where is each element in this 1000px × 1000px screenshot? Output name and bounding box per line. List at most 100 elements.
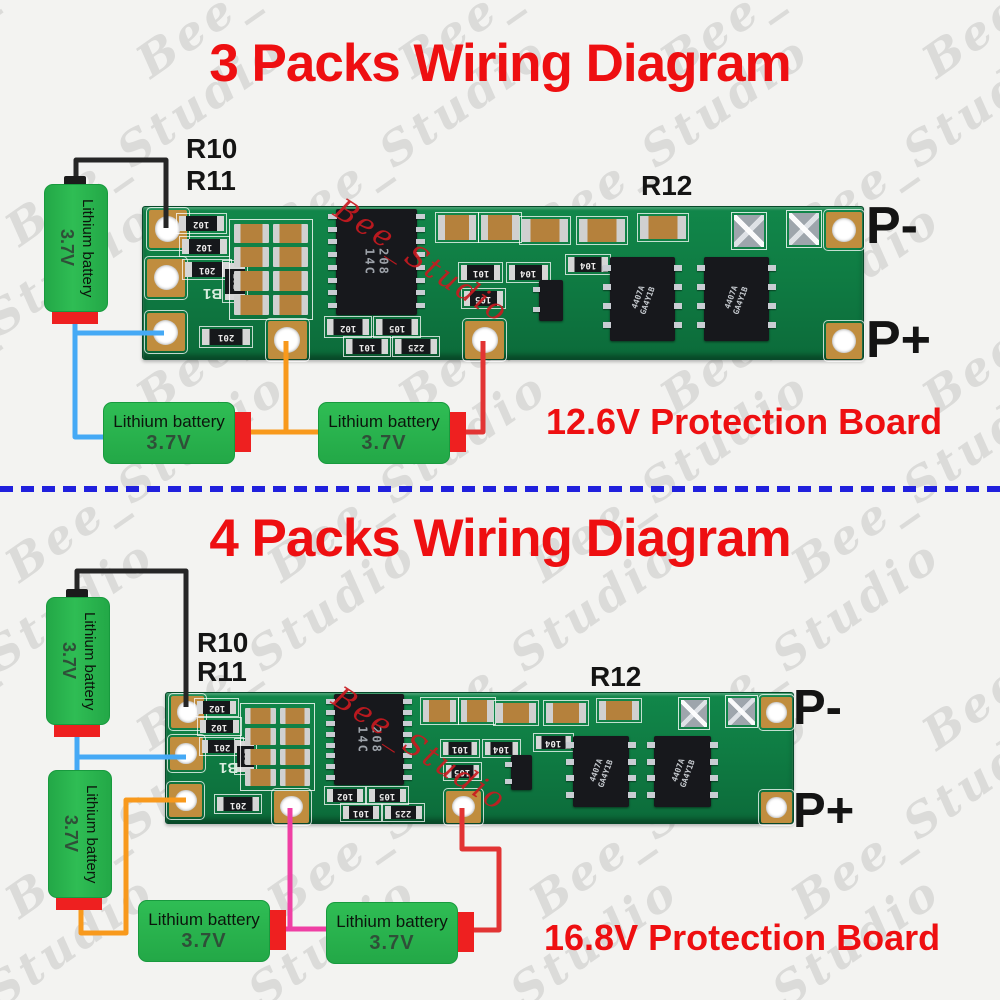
mosfet-pin <box>647 791 656 798</box>
mosfet-pin <box>565 742 574 749</box>
metal-via-pad <box>725 695 758 729</box>
smd-resistor-201: 201 <box>181 258 233 280</box>
pad-hole <box>153 319 179 345</box>
ic-pin <box>327 239 337 245</box>
array-resistor <box>245 748 276 766</box>
smd-resistor-105: 105 <box>373 316 421 338</box>
battery-positive-terminal <box>456 912 474 952</box>
label-r11-3s: R11 <box>186 165 236 196</box>
ic-pin <box>415 290 425 296</box>
ic-pin <box>327 290 337 296</box>
smd-resistor-label: 225 <box>407 342 424 353</box>
array-resistor <box>279 728 311 745</box>
ic-pin <box>326 709 336 715</box>
smd-resistor-102: 102 <box>176 213 227 235</box>
transistor-leg <box>533 287 540 293</box>
pad-b1-tap2 <box>143 310 188 355</box>
smd-resistor-105: 105 <box>442 761 483 781</box>
pad-b1-tap <box>144 255 189 300</box>
ic-pin <box>326 742 336 748</box>
smd-resistor-label: 102 <box>196 242 213 252</box>
battery-body: 3.7V Lithium battery <box>46 597 110 725</box>
smd-resistor-102: 102 <box>323 786 366 806</box>
protection-board-16v8: 10210220110220120814C1021051012251011051… <box>165 680 795 827</box>
battery-positive-terminal <box>268 910 286 950</box>
battery-positive-terminal <box>448 412 466 452</box>
silkscreen-b1: B1 <box>203 284 223 302</box>
smd-resistor-104: 104 <box>564 254 612 276</box>
ic-pin <box>327 264 337 270</box>
ic-pin <box>326 698 336 704</box>
label-r11-4s: R11 <box>197 656 247 687</box>
array-resistor <box>233 223 269 244</box>
ic-pin <box>403 731 413 737</box>
smd-resistor-201: 201 <box>199 325 253 349</box>
smd-capacitor <box>595 697 642 724</box>
ic-pin <box>327 213 337 219</box>
smd-resistor-102: 102 <box>324 316 373 338</box>
resistor-array <box>228 218 313 320</box>
array-resistor <box>233 247 269 268</box>
resistor-array <box>240 702 316 791</box>
ic-pin <box>403 698 413 704</box>
smd-capacitor <box>435 211 479 244</box>
protection-board-12v6: 10210220110220120814C1021051012251011051… <box>142 192 865 363</box>
ic-pin <box>326 775 336 781</box>
pad-hole <box>280 796 304 818</box>
battery-cell-3-3s: Lithium battery 3.7V <box>318 402 466 464</box>
mosfet-pin <box>628 791 637 798</box>
battery-cell-3-4s: Lithium battery 3.7V <box>138 900 286 962</box>
ic-pin <box>403 742 413 748</box>
array-resistor <box>245 707 276 725</box>
wire-3s-bat1-to-bat2 <box>72 320 103 440</box>
mosfet-pin <box>674 322 683 329</box>
pad-p-minus <box>823 208 865 252</box>
smd-resistor-label: 201 <box>217 332 234 343</box>
pad-hole <box>766 702 787 723</box>
mosfet-pin <box>565 758 574 765</box>
smd-resistor-105: 105 <box>461 287 506 309</box>
pad-hole <box>832 328 856 353</box>
smd-resistor-label: 104 <box>520 267 537 278</box>
title-3-packs: 3 Packs Wiring Diagram <box>209 34 791 93</box>
mosfet-pin <box>767 264 776 271</box>
smd-capacitor <box>542 700 590 726</box>
ic-pin <box>327 226 337 232</box>
pad-b1-tap <box>166 734 206 773</box>
smd-resistor-104: 104 <box>532 732 575 752</box>
mosfet-pin <box>674 303 683 310</box>
pad-hole <box>175 742 198 765</box>
smd-resistor-225: 225 <box>382 803 425 823</box>
smd-resistor-102: 102 <box>178 235 230 258</box>
mosfet-pin <box>709 758 718 765</box>
smd-resistor-label: 101 <box>358 342 376 353</box>
ic-pin <box>403 764 413 770</box>
ic-pin <box>415 277 425 283</box>
mosfet-pin <box>647 775 656 782</box>
pad-hole <box>174 789 197 811</box>
label-r12-4s: R12 <box>590 661 642 692</box>
mosfet-pin <box>767 283 776 290</box>
smd-capacitor <box>420 696 459 725</box>
smd-capacitor <box>518 216 571 245</box>
pad-hole <box>153 265 179 291</box>
ic-pin <box>326 731 336 737</box>
mosfet-pin <box>647 742 656 749</box>
label-p-plus-3s: P+ <box>866 311 932 369</box>
metal-via-pad <box>785 210 823 248</box>
battery-positive-terminal <box>233 412 251 452</box>
array-resistor <box>279 707 311 725</box>
mosfet-pin <box>696 264 705 271</box>
pad-p-plus <box>758 788 795 827</box>
mosfet-pin <box>603 322 612 329</box>
smd-resistor-201: 201 <box>199 736 245 756</box>
array-resistor <box>233 295 269 315</box>
pad-hole <box>766 797 787 818</box>
